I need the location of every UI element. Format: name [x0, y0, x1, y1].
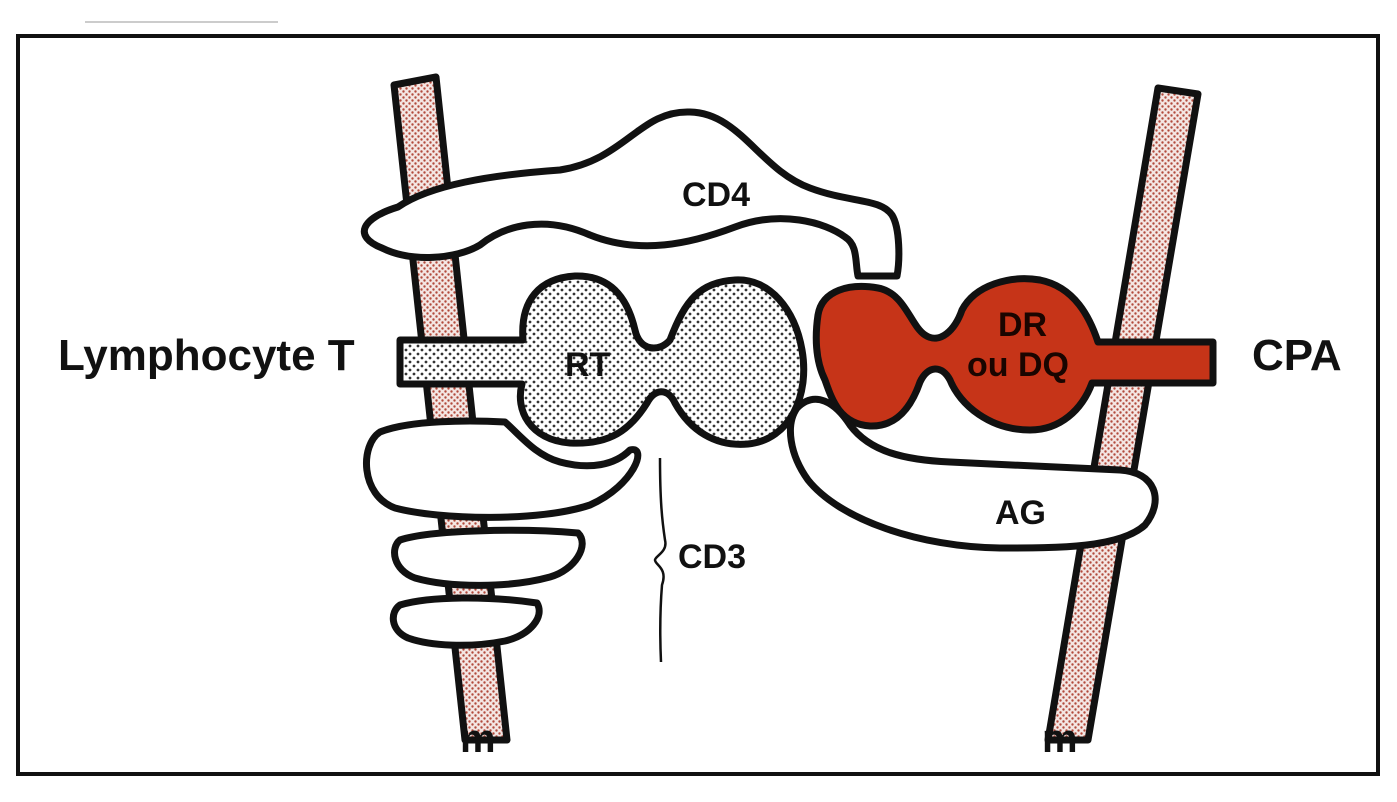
mhc-label-line2: ou DQ — [967, 346, 1069, 384]
antigen-label: AG — [995, 494, 1046, 532]
cd3-brace — [653, 457, 667, 663]
cd4-molecule — [360, 108, 903, 280]
t-lymphocyte-label: Lymphocyte T — [58, 331, 355, 380]
left-membrane-label: m — [460, 717, 496, 761]
cd3-subunit-middle — [391, 526, 586, 589]
mhc-class-ii-molecule — [812, 275, 1217, 434]
tcr-molecule — [396, 272, 808, 448]
tcr-label: RT — [565, 346, 611, 384]
antigen-peptide — [787, 395, 1159, 552]
apc-label: CPA — [1252, 331, 1342, 380]
cd3-subunit-large — [363, 417, 642, 521]
cd3-label: CD3 — [678, 538, 746, 576]
right-membrane-label: m — [1042, 717, 1078, 761]
cd4-label: CD4 — [682, 176, 750, 214]
mhc-label-line1: DR — [998, 306, 1047, 344]
cd3-subunit-small — [389, 594, 543, 649]
